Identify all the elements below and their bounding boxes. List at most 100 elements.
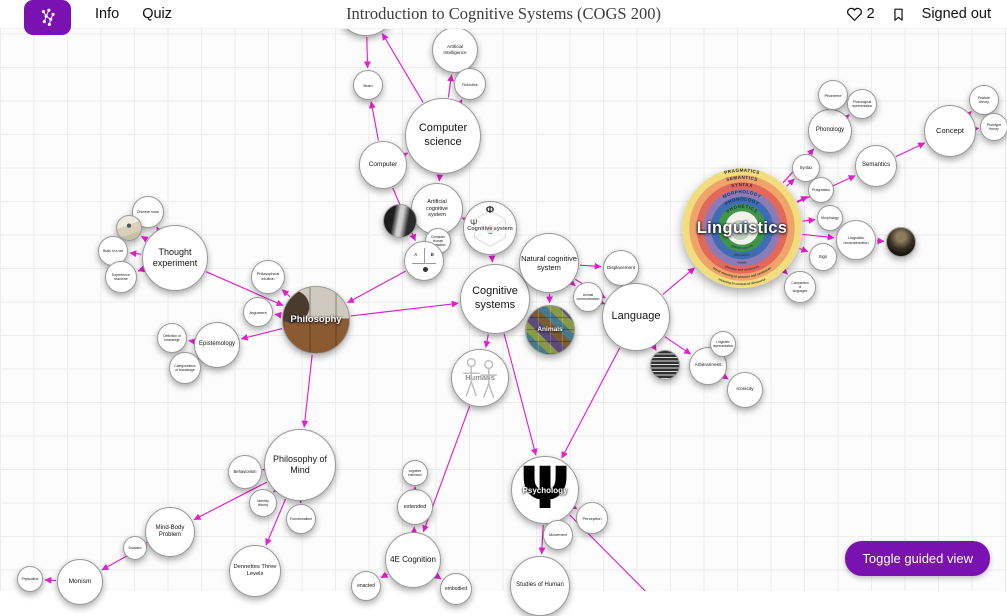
node-pragmatics[interactable]: Pragmatics: [808, 177, 834, 203]
node-label: Movement: [544, 533, 572, 538]
node-phonology[interactable]: Phonology: [808, 109, 852, 153]
turing-test-sketch: A: [414, 252, 417, 257]
node-sign[interactable]: Sign: [809, 243, 837, 271]
humans-figures-icon: [452, 350, 508, 406]
node-philosophy[interactable]: Philosophy: [282, 286, 350, 354]
main-nav: Info Quiz: [95, 0, 172, 28]
node-behaviorism[interactable]: Behaviorism: [228, 455, 262, 489]
node-label: Behaviorism: [229, 469, 261, 474]
node-label: Sign: [810, 254, 836, 259]
nav-info[interactable]: Info: [95, 6, 119, 22]
node-humans[interactable]: Humans: [451, 349, 509, 407]
node-label: Semantics: [856, 162, 896, 170]
node-brain[interactable]: Brain: [353, 70, 383, 100]
app-logo[interactable]: [24, 0, 71, 35]
node-language[interactable]: Language: [602, 283, 670, 351]
node-phoneme[interactable]: Phoneme: [818, 80, 848, 110]
node-dualism[interactable]: Dualism: [123, 536, 147, 560]
node-enacted[interactable]: enacted: [351, 571, 381, 601]
likes-button[interactable]: 2: [846, 6, 875, 23]
turing-test-sketch: [424, 248, 425, 262]
node-argument[interactable]: Argument: [243, 297, 273, 327]
nav-quiz[interactable]: Quiz: [142, 6, 172, 22]
node-label: Epistemology: [195, 341, 239, 349]
node-semantics[interactable]: Semantics: [855, 145, 897, 187]
toggle-guided-view-button[interactable]: Toggle guided view: [845, 541, 990, 576]
node-label: enacted: [352, 583, 380, 589]
node-extended[interactable]: extended: [397, 489, 433, 525]
node-adam[interactable]: [383, 204, 417, 238]
node-robotics[interactable]: Robotics: [454, 68, 486, 100]
node-monism[interactable]: Monism: [57, 559, 103, 605]
node-saussure[interactable]: [886, 227, 916, 257]
node-label: 4E Cognition: [386, 555, 440, 565]
node-label: Dualism: [124, 546, 146, 550]
node-label: Studies of Human: [511, 582, 569, 590]
node-label: Syntax: [793, 165, 819, 170]
node-iconicity[interactable]: Iconicity: [727, 372, 763, 408]
node-label: Physicalism: [18, 577, 42, 581]
node-label: Language: [603, 310, 669, 324]
node-label: Morphology: [818, 216, 842, 220]
node-label: Phoneme: [819, 93, 847, 98]
node-fourE[interactable]: 4E Cognition: [385, 532, 441, 588]
node-label: Perception: [577, 516, 607, 521]
node-animals[interactable]: Animals: [525, 305, 575, 355]
signed-out-button[interactable]: Signed out: [922, 6, 991, 22]
bookmark-icon[interactable]: [890, 6, 907, 23]
node-movement[interactable]: Movement: [543, 520, 573, 550]
node-perception[interactable]: Perception: [576, 502, 608, 534]
node-label: embodied: [441, 586, 471, 592]
node-label: Robotics: [455, 82, 485, 87]
node-displacement[interactable]: Displacement: [603, 250, 639, 286]
node-physicalism[interactable]: Physicalism: [17, 566, 43, 592]
node-wordimg[interactable]: [650, 350, 680, 380]
node-label: Chinese room: [133, 210, 163, 214]
turing-test-sketch: [423, 267, 428, 272]
node-computer[interactable]: Computer: [359, 141, 407, 189]
node-concept[interactable]: Concept: [924, 105, 976, 157]
node-functionalism[interactable]: Functionalism: [286, 504, 316, 534]
node-epistemology[interactable]: Epistemology: [194, 322, 240, 368]
node-embodied[interactable]: embodied: [440, 573, 472, 605]
node-studies[interactable]: Studies of Human: [510, 556, 570, 616]
turing-test-sketch: [412, 263, 436, 264]
